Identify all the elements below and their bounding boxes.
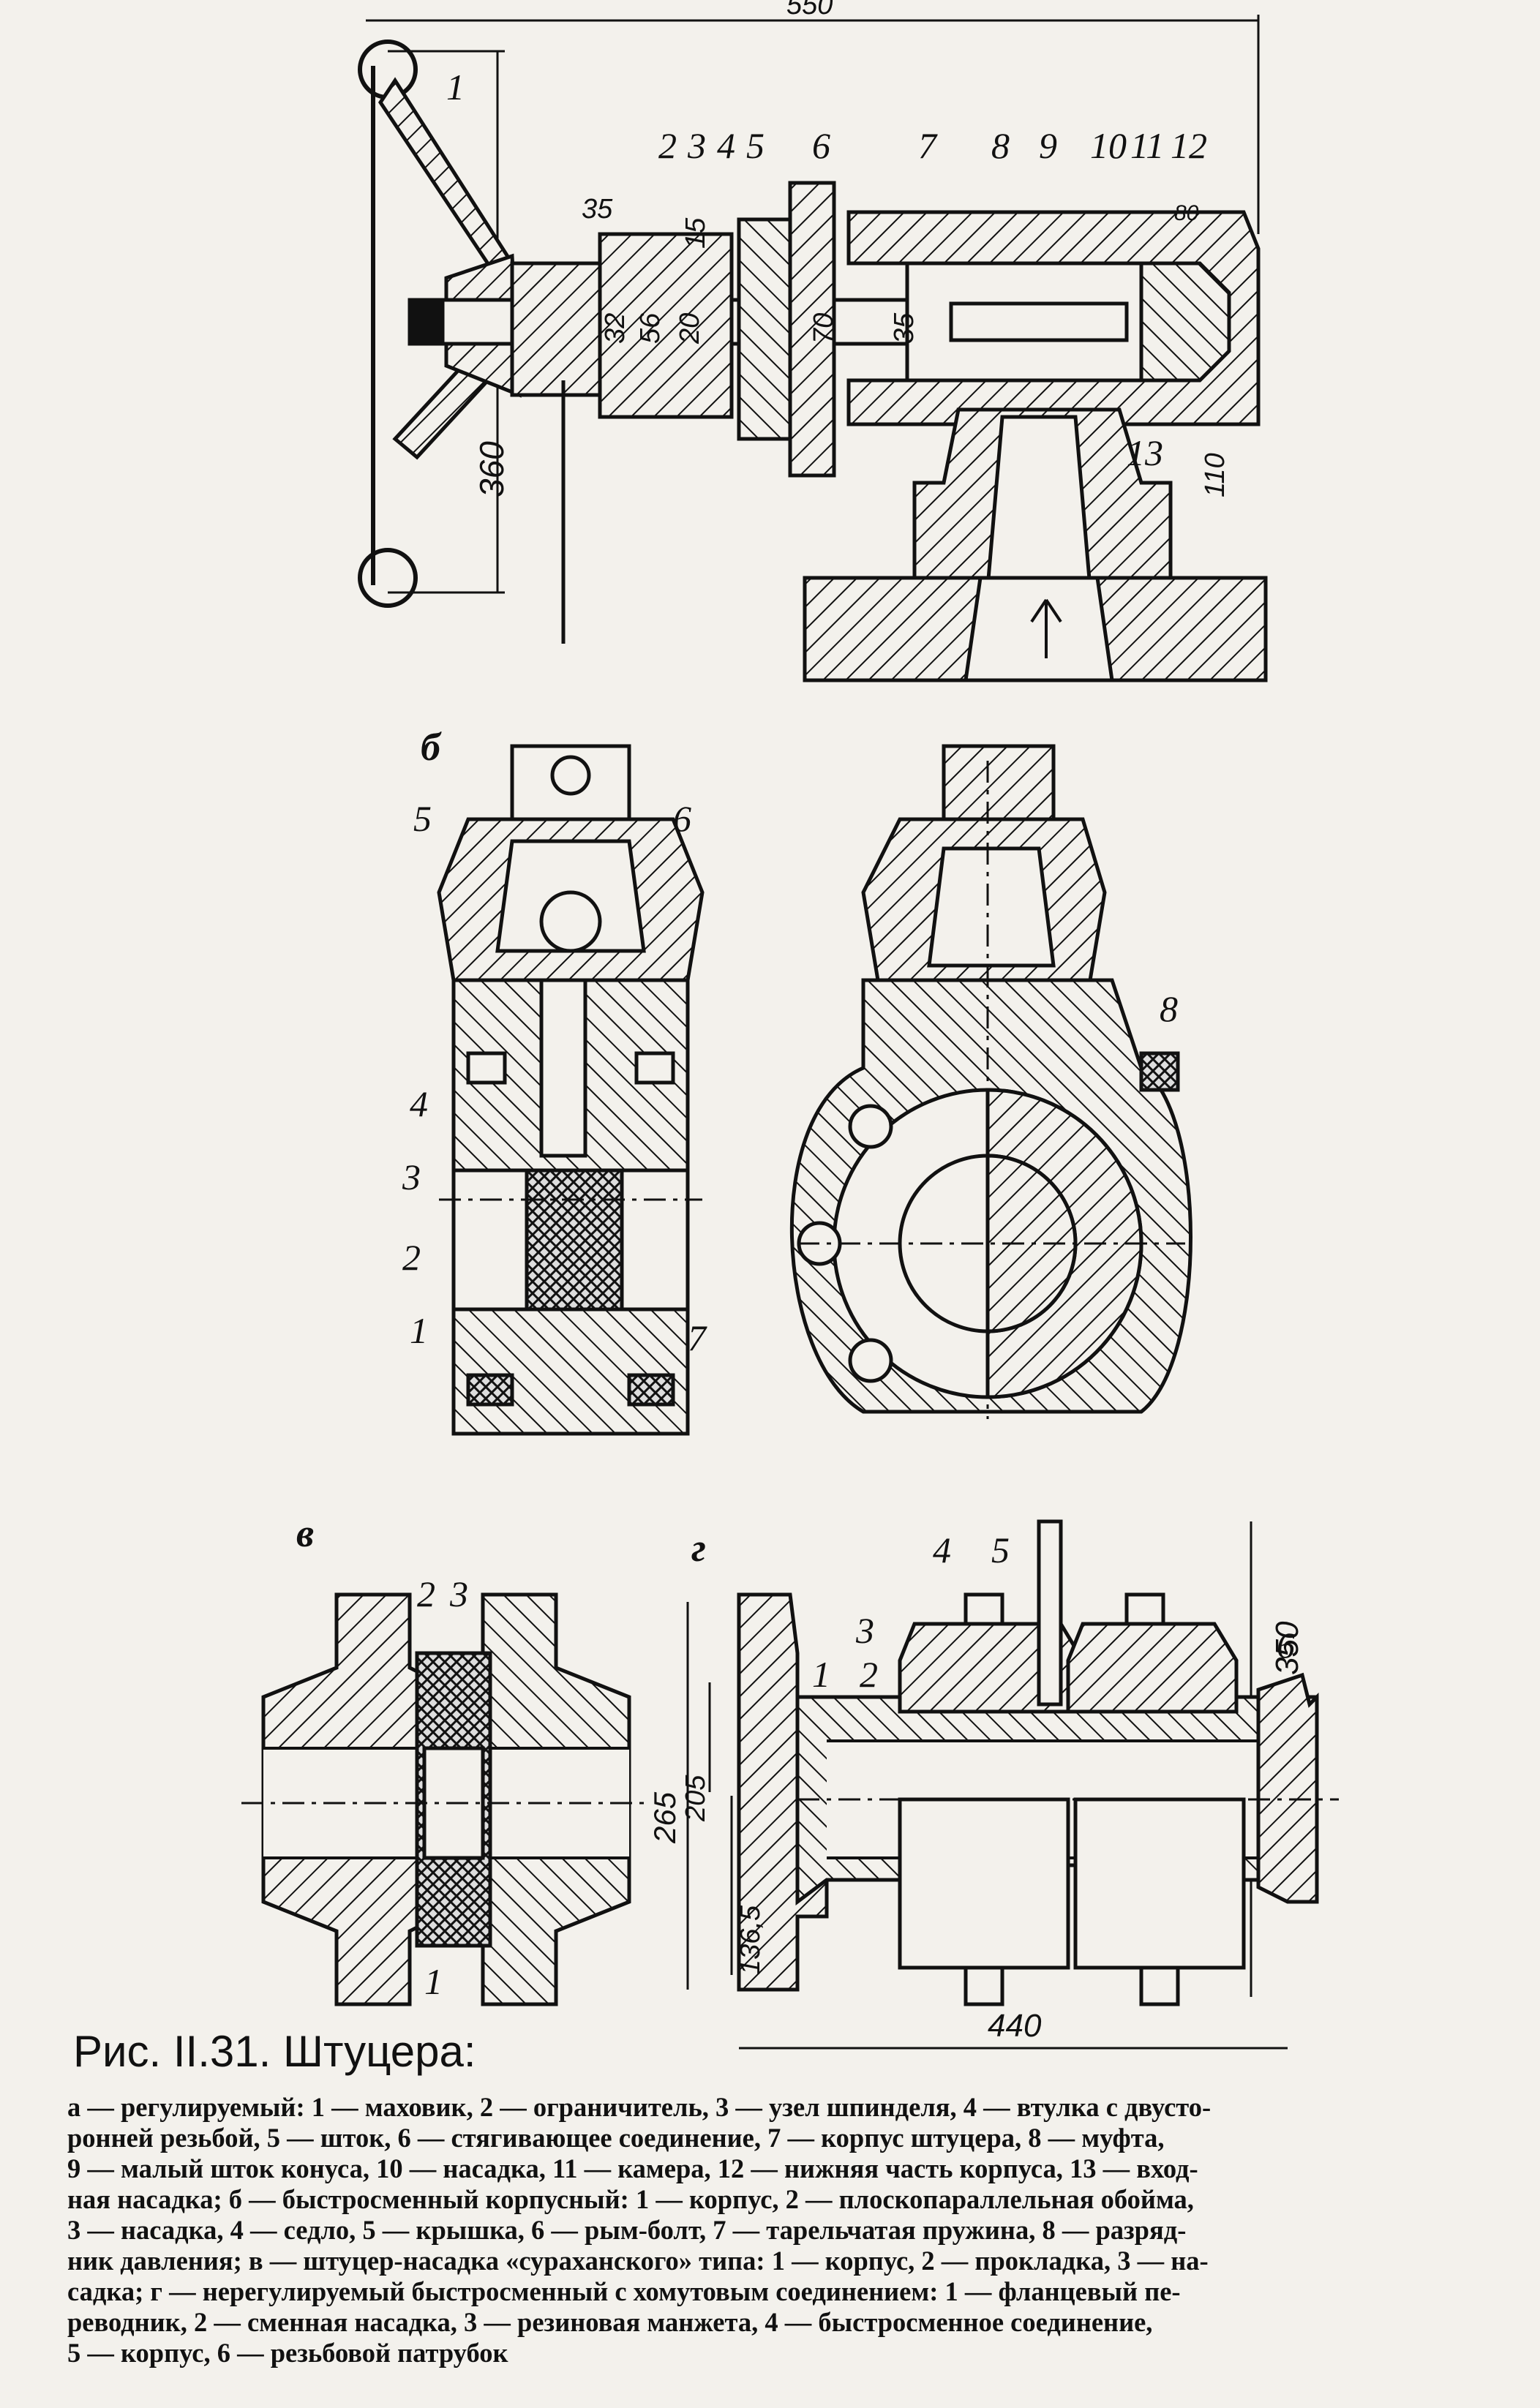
- dim-56: 56: [635, 312, 666, 344]
- label-a-4: 4: [717, 125, 735, 166]
- dim-35-top: 35: [582, 194, 613, 225]
- dim-80: 80: [1174, 201, 1199, 225]
- label-a-1: 1: [446, 67, 465, 108]
- label-a-13: 13: [1127, 432, 1163, 473]
- label-a-5: 5: [746, 125, 765, 166]
- view-c-sub-label: в: [296, 1511, 315, 1555]
- dim-110: 110: [1200, 453, 1231, 497]
- dim-32: 32: [600, 312, 631, 344]
- dim-overall-width: 550: [786, 0, 833, 20]
- label-d-5: 5: [991, 1530, 1010, 1570]
- dim-265: 265: [647, 1791, 682, 1843]
- caption-line: 9 — малый шток конуса, 10 — насадка, 11 …: [67, 2153, 1198, 2183]
- label-d-3: 3: [856, 1610, 874, 1651]
- view-b-right-drawing: [790, 744, 1192, 1419]
- label-a-8: 8: [991, 125, 1010, 166]
- label-b-5: 5: [413, 798, 432, 839]
- dim-136-5: 136,5: [735, 1905, 766, 1975]
- caption-line: садка; г — нерегулируемый быстросменный …: [67, 2276, 1181, 2306]
- label-a-2: 2: [658, 125, 677, 166]
- label-b-2: 2: [402, 1237, 421, 1278]
- caption-line: 5 — корпус, 6 — резьбовой патрубок: [67, 2338, 508, 2368]
- view-d-sub-label: г: [691, 1526, 706, 1570]
- dim-350: 350: [1269, 1621, 1305, 1675]
- label-a-7: 7: [918, 125, 936, 166]
- label-d-4: 4: [933, 1530, 951, 1570]
- figure-caption-body: а — регулируемый: 1 — маховик, 2 — огран…: [67, 2092, 1501, 2369]
- caption-line: ник давления; в — штуцер-насадка «сураха…: [67, 2246, 1209, 2276]
- caption-line: 3 — насадка, 4 — седло, 5 — крышка, 6 — …: [67, 2215, 1187, 2245]
- caption-line: ная насадка; б — быстросменный корпусный…: [67, 2184, 1194, 2214]
- label-a-9: 9: [1039, 125, 1057, 166]
- dim-35-bore: 35: [889, 312, 920, 344]
- label-b-6: 6: [673, 798, 691, 839]
- dim-70: 70: [808, 312, 839, 344]
- label-a-11: 11: [1130, 125, 1165, 166]
- label-c-1: 1: [424, 1961, 443, 2002]
- figure-caption-title: Рис. II.31. Штуцера:: [73, 2027, 476, 2076]
- label-b-1: 1: [410, 1310, 428, 1351]
- label-b-4: 4: [410, 1083, 428, 1124]
- dim-205: 205: [680, 1775, 711, 1821]
- label-a-3: 3: [688, 125, 706, 166]
- view-b-left-drawing: [437, 744, 705, 1436]
- caption-line: реводник, 2 — сменная насадка, 3 — резин…: [67, 2307, 1153, 2337]
- view-a-drawing: [358, 15, 1268, 682]
- dim-15: 15: [680, 217, 711, 249]
- label-b-3: 3: [402, 1156, 421, 1197]
- view-c-drawing: [241, 1592, 651, 2006]
- label-c-3: 3: [450, 1573, 468, 1614]
- label-c-2: 2: [417, 1573, 435, 1614]
- label-b-7: 7: [688, 1317, 706, 1358]
- label-d-6: 6: [1277, 1625, 1295, 1666]
- label-d-1: 1: [812, 1654, 830, 1695]
- label-d-2: 2: [860, 1654, 878, 1695]
- caption-line: а — регулируемый: 1 — маховик, 2 — огран…: [67, 2092, 1212, 2122]
- dim-360: 360: [473, 441, 511, 497]
- label-a-10: 10: [1090, 125, 1127, 166]
- caption-line: ронней резьбой, 5 — шток, 6 — стягивающе…: [67, 2123, 1165, 2153]
- view-b-sub-label: б: [421, 725, 440, 769]
- view-d-drawing: [686, 1519, 1339, 2050]
- label-a-6: 6: [812, 125, 830, 166]
- dim-20: 20: [675, 312, 705, 344]
- label-a-12: 12: [1171, 125, 1207, 166]
- label-b-8: 8: [1160, 988, 1178, 1029]
- dim-440: 440: [988, 2008, 1042, 2044]
